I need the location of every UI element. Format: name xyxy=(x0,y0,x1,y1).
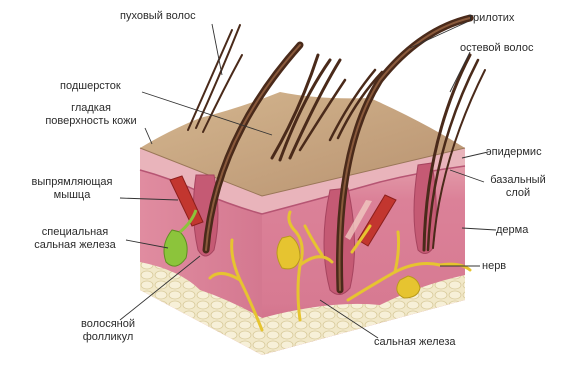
label-follicle: волосяной фолликул xyxy=(68,318,148,344)
label-smooth-surface-line-1: гладкая xyxy=(26,102,156,115)
label-nerve: нерв xyxy=(482,260,506,273)
label-follicle-line-2: фолликул xyxy=(68,331,148,344)
label-special-gland: специальная сальная железа xyxy=(20,226,130,252)
label-epidermis: эпидермис xyxy=(486,146,542,159)
label-arrector-muscle-line-1: выпрямляющая xyxy=(20,176,124,189)
label-arrector-muscle: выпрямляющая мышца xyxy=(20,176,124,202)
label-follicle-line-1: волосяной xyxy=(68,318,148,331)
label-basal-layer-line-2: слой xyxy=(480,187,556,200)
label-guard-hair: остевой волос xyxy=(460,42,533,55)
label-smooth-surface: гладкая поверхность кожи xyxy=(26,102,156,128)
label-smooth-surface-line-2: поверхность кожи xyxy=(26,115,156,128)
label-special-gland-line-1: специальная xyxy=(20,226,130,239)
label-tylotrich: трилотих xyxy=(468,12,514,25)
label-vellus-hair: пуховый волос xyxy=(120,10,196,23)
label-arrector-muscle-line-2: мышца xyxy=(20,189,124,202)
label-undercoat: подшерсток xyxy=(60,80,121,93)
label-dermis: дерма xyxy=(496,224,528,237)
label-basal-layer-line-1: базальный xyxy=(480,174,556,187)
label-basal-layer: базальный слой xyxy=(480,174,556,200)
label-special-gland-line-2: сальная железа xyxy=(20,239,130,252)
label-sebaceous-gland: сальная железа xyxy=(374,336,456,349)
